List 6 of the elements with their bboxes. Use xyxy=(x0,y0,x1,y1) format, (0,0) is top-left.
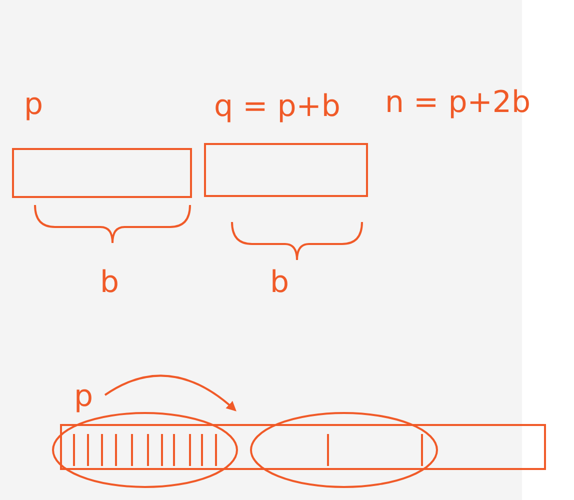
brace-label: b xyxy=(100,266,120,300)
brace-label: b xyxy=(270,266,290,300)
equation-label: n = p+2b xyxy=(385,86,531,120)
variable-label: p xyxy=(74,380,94,414)
variable-label: q = p+b xyxy=(214,90,340,124)
variable-label: p xyxy=(24,88,44,122)
